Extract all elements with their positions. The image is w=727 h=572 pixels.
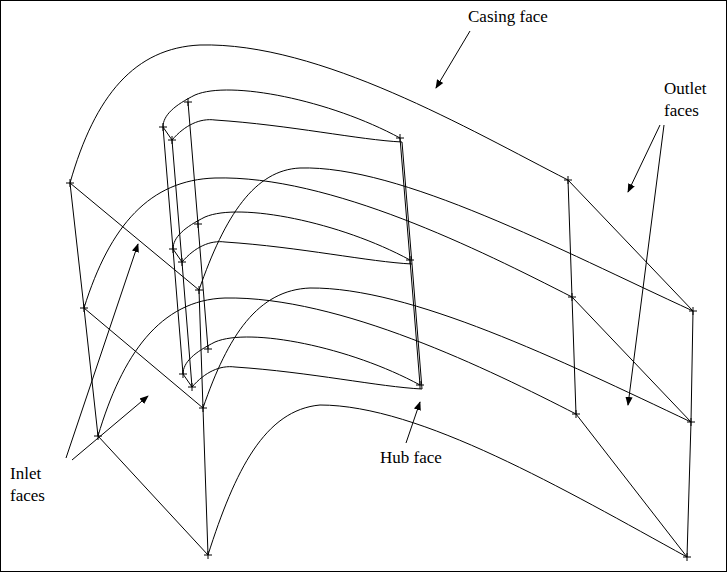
blade-profile [173, 212, 412, 264]
face-label: Casing face [468, 6, 548, 28]
passage-edges [70, 45, 693, 557]
leader-arrows [66, 31, 664, 460]
outlet-edge [687, 311, 693, 557]
mid-front-curve [203, 288, 691, 422]
leader-arrow [72, 396, 148, 460]
leader-arrow [406, 402, 420, 443]
outlet-edge [568, 180, 693, 557]
face-label: Outlet faces [664, 78, 722, 122]
face-label: Hub face [380, 447, 442, 469]
blade-trailing-edge [402, 142, 422, 389]
blade-section [173, 212, 412, 264]
leader-arrow [436, 31, 470, 88]
leader-arrow [628, 125, 660, 192]
hub-back-curve [98, 298, 576, 436]
blade-section [183, 337, 422, 389]
hub-front-curve [208, 405, 687, 557]
leader-arrow [66, 244, 138, 458]
blade-section [163, 90, 402, 142]
leader-arrow [628, 125, 664, 405]
blade-profile [163, 90, 402, 142]
inlet-edge [70, 183, 208, 555]
vertex-cross [66, 98, 697, 561]
casing-back-curve [70, 45, 568, 183]
vertex-marks [66, 98, 697, 561]
blade-profile [183, 337, 422, 389]
casing-front-curve [199, 168, 693, 311]
face-label: Inlet faces [10, 463, 65, 507]
